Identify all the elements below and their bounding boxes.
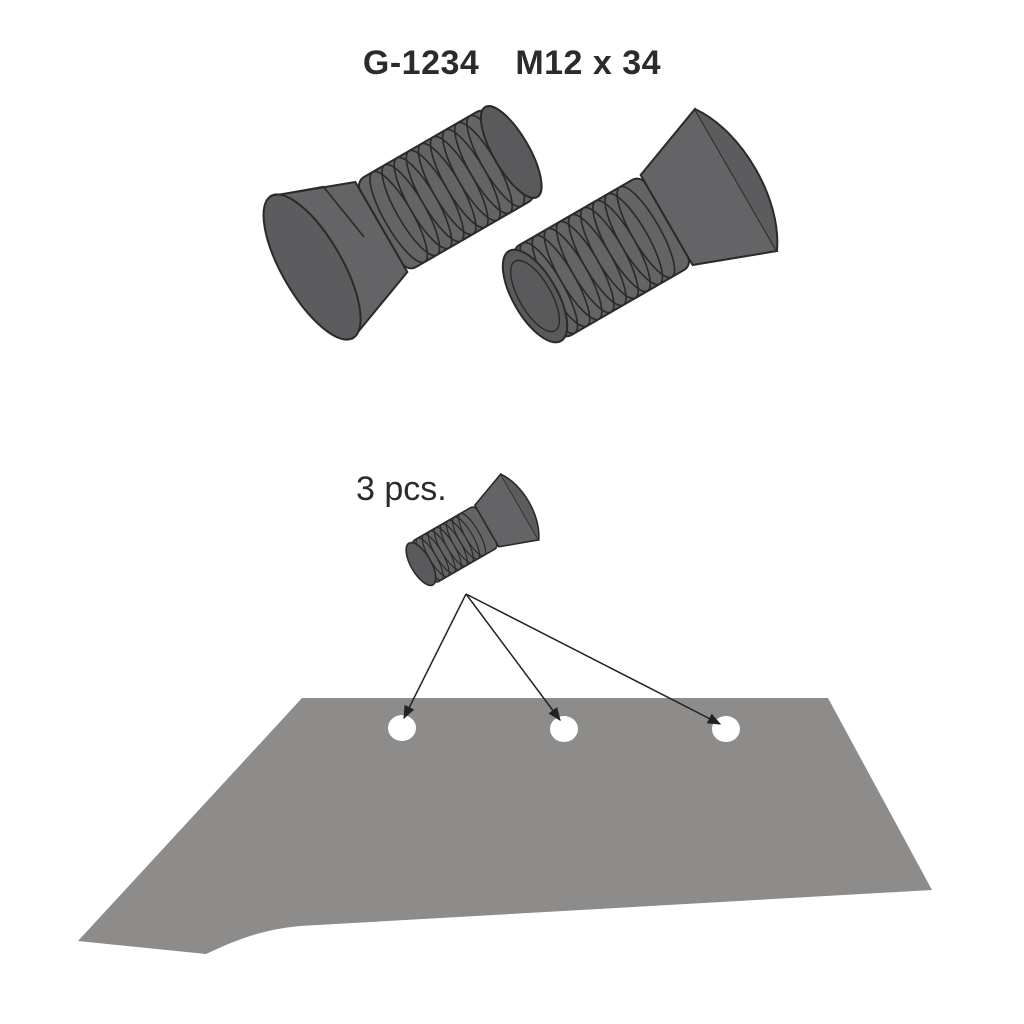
bolt-head-view-icon: [262, 105, 543, 341]
mounting-holes: [388, 715, 740, 742]
arrow-to-hole-1: [403, 593, 467, 720]
pointer-arrows: [403, 593, 722, 725]
bolt-size: M12 x 34: [515, 44, 662, 82]
small-bolt-icon: [405, 472, 540, 587]
mounting-hole-2: [550, 716, 578, 742]
quantity-label: 3 pcs.: [356, 470, 447, 508]
diagram-title: G-1234 M12 x 34: [0, 44, 1024, 83]
arrow-to-hole-3: [465, 593, 722, 725]
mounting-hole-1: [388, 715, 416, 741]
blade-plate: [78, 698, 932, 954]
bolt-thread-view-icon: [501, 107, 779, 344]
part-number: G-1234: [362, 44, 480, 82]
mounting-hole-3: [712, 716, 740, 742]
arrow-to-hole-2: [465, 593, 561, 722]
